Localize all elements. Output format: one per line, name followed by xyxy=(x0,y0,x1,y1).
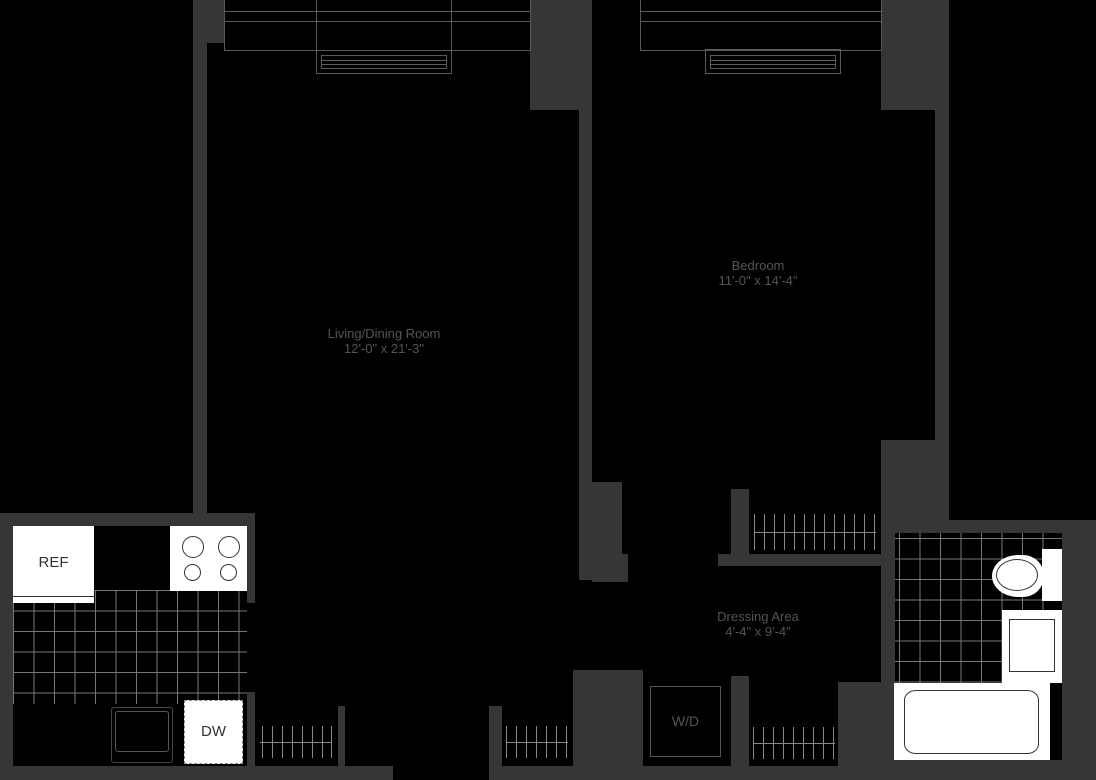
dressing-closet-right-pier xyxy=(838,682,895,780)
bedroom-closet-left-wall xyxy=(731,489,749,554)
bathroom-sink xyxy=(1002,610,1062,683)
kitchen-bottom-wall xyxy=(0,766,393,780)
center-partition-wall xyxy=(579,0,592,580)
living-radiator-line xyxy=(321,60,447,61)
washer-dryer-label: W/D xyxy=(671,713,700,729)
bath-top-wall xyxy=(881,520,1096,533)
wd-closet-right-wall xyxy=(731,676,749,780)
stove xyxy=(170,526,247,591)
bedroom-window-frame xyxy=(640,0,882,51)
kitchen-left-wall xyxy=(0,513,13,780)
bedroom-radiator-frame xyxy=(705,49,841,74)
living-room-label: Living/Dining Room 12'-0" x 21'-3" xyxy=(328,326,441,356)
hall-closet-bottom-wall xyxy=(489,766,599,780)
dressing-area-label: Dressing Area 4'-4" x 9'-4" xyxy=(717,609,799,639)
bedroom-closet-bottom-wall xyxy=(718,554,895,566)
dishwasher-label: DW xyxy=(201,723,226,740)
bottom-center-column-step xyxy=(580,670,590,680)
toilet-bowl xyxy=(992,555,1044,597)
stove-burner-icon xyxy=(220,564,237,581)
bedroom-window-line-1 xyxy=(640,11,882,12)
bedroom-right-wall xyxy=(935,0,949,520)
living-closet-rod xyxy=(260,726,332,758)
bedroom-dims: 11'-0" x 14'-4" xyxy=(718,273,798,288)
kitchen-sink-basin xyxy=(115,711,169,752)
bedroom-name: Bedroom xyxy=(731,258,785,273)
bathroom-sink-basin xyxy=(1009,619,1055,672)
bath-right-wall xyxy=(1062,520,1096,780)
living-room-dims: 12'-0" x 21'-3" xyxy=(344,341,424,356)
living-closet-right-wall xyxy=(338,706,345,780)
living-window-line-1 xyxy=(224,11,531,12)
stove-burner-icon xyxy=(218,536,240,558)
stove-burner-icon xyxy=(182,536,204,558)
hall-closet-rod xyxy=(506,726,568,758)
dressing-area-dims: 4'-4" x 9'-4" xyxy=(725,624,791,639)
bathtub xyxy=(894,683,1050,760)
living-radiator-line-2 xyxy=(321,64,447,65)
living-window-frame xyxy=(224,0,531,51)
refrigerator-door-line xyxy=(13,596,94,597)
kitchen-sink xyxy=(111,707,173,763)
bedroom-radiator xyxy=(710,55,836,69)
bottom-center-column xyxy=(573,670,643,780)
bedroom-window-line-2 xyxy=(640,21,882,22)
dishwasher: DW xyxy=(184,700,243,764)
center-partition-thick xyxy=(592,482,622,554)
bedroom-right-pier xyxy=(881,440,949,520)
bedroom-radiator-line xyxy=(710,60,836,61)
washer-dryer: W/D xyxy=(650,686,721,757)
dressing-area-name: Dressing Area xyxy=(717,609,799,624)
living-window-line-2 xyxy=(224,21,531,22)
center-partition-step xyxy=(592,554,628,582)
living-left-wall xyxy=(193,0,207,515)
kitchen-tile-floor xyxy=(13,590,247,704)
toilet-seat xyxy=(996,559,1038,591)
bathtub-basin xyxy=(904,690,1039,754)
refrigerator: REF xyxy=(13,526,94,603)
kitchen-right-upper-wall xyxy=(247,513,255,603)
living-left-wall-cap xyxy=(193,0,225,43)
living-window-bay xyxy=(316,0,452,74)
living-radiator xyxy=(321,55,447,69)
bedroom-radiator-line-2 xyxy=(710,64,836,65)
dressing-closet-rod xyxy=(753,727,835,759)
kitchen-right-lower-wall xyxy=(247,692,255,780)
bath-bottom-wall xyxy=(881,760,1096,780)
living-room-name: Living/Dining Room xyxy=(327,326,441,341)
stove-burner-icon xyxy=(184,564,201,581)
refrigerator-label: REF xyxy=(38,554,69,571)
kitchen-top-wall xyxy=(0,513,255,526)
toilet-tank xyxy=(1042,549,1062,601)
bedroom-label: Bedroom 11'-0" x 14'-4" xyxy=(719,258,798,288)
bedroom-closet-rod xyxy=(754,514,876,550)
hall-closet-left-wall xyxy=(489,706,502,780)
